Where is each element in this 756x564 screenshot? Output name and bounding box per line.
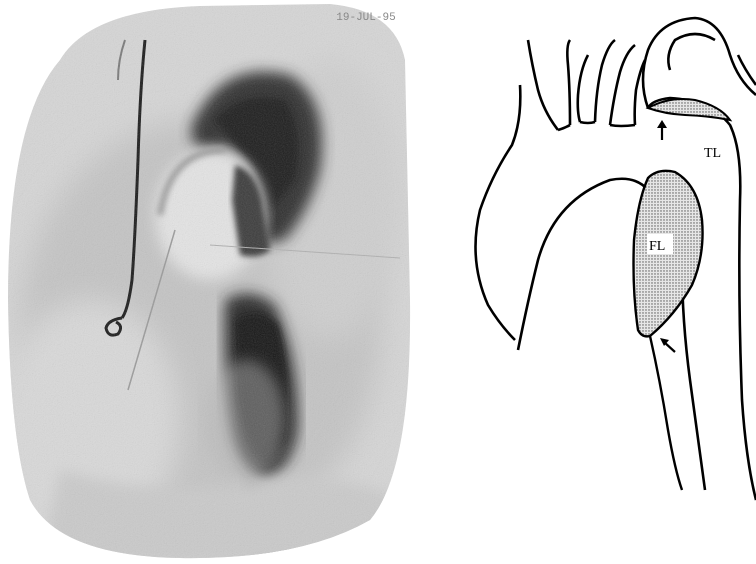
- aorta-outer-wall-left: [476, 85, 521, 340]
- branch-vessel-1: [528, 40, 558, 130]
- schematic-panel: TL FL: [420, 0, 756, 564]
- reentry-tear-arrow: [660, 338, 675, 352]
- label-true-lumen: TL: [704, 146, 721, 161]
- false-lumen-proximal: [648, 99, 730, 120]
- entry-tear-arrow: [657, 120, 667, 140]
- aorta-schematic: TL FL: [420, 0, 756, 564]
- arch-outer-loop: [643, 18, 756, 108]
- date-stamp: 19-JUL-95: [336, 12, 395, 24]
- branch-vessel-5: [610, 45, 635, 125]
- branch-vessel-2: [567, 40, 570, 125]
- intimal-flap: [650, 336, 682, 490]
- branch-vessel-3: [578, 55, 588, 122]
- angiogram-panel: 19-JUL-95: [0, 0, 420, 564]
- angiogram-image: 19-JUL-95: [0, 0, 420, 564]
- label-false-lumen: FL: [649, 239, 665, 254]
